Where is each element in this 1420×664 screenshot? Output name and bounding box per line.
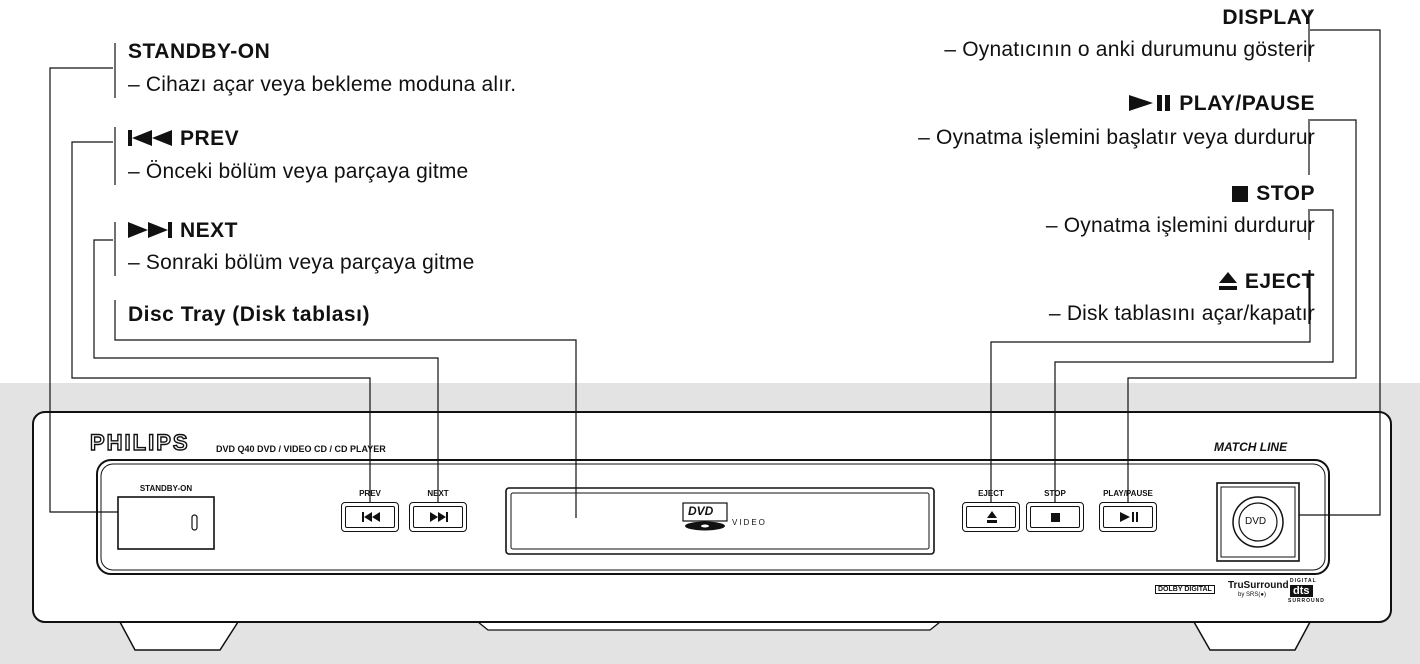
panel-standby-label: STANDBY-ON — [139, 484, 193, 493]
eject-button[interactable] — [962, 502, 1020, 532]
next-title: NEXT — [180, 219, 239, 242]
dts-logo: dts — [1290, 585, 1313, 597]
next-desc: – Sonraki bölüm veya parçaya gitme — [128, 251, 475, 274]
prev-title: PREV — [180, 127, 240, 150]
play-pause-button[interactable] — [1099, 502, 1157, 532]
display-desc: – Oynatıcının o anki durumunu gösterir — [944, 38, 1315, 61]
trusurround-logo: TruSurround — [1228, 580, 1289, 591]
stop-button[interactable] — [1026, 502, 1084, 532]
stop-icon — [1232, 184, 1249, 208]
eject-title-row: EJECT — [1218, 270, 1315, 296]
prev-button-icon — [362, 512, 380, 522]
play-pause-desc: – Oynatma işlemini başlatır veya durduru… — [918, 126, 1315, 149]
eject-button-icon — [987, 511, 997, 523]
dvd-logo-text: DVD — [688, 504, 714, 518]
display-dvd-text: DVD — [1245, 516, 1267, 527]
match-line-logo: MATCH LINE — [1214, 440, 1288, 454]
dvd-video-logo: DVD VIDEO — [682, 502, 765, 537]
eject-title: EJECT — [1244, 270, 1315, 293]
panel-next-label: NEXT — [427, 489, 449, 498]
eject-desc: – Disk tablasını açar/kapatır — [1048, 302, 1315, 325]
panel-stop-label: STOP — [1044, 489, 1066, 498]
panel-prev-label: PREV — [359, 489, 381, 498]
dolby-logo: DOLBY DIGITAL — [1155, 585, 1215, 594]
dts-top-label: DIGITAL — [1290, 578, 1317, 584]
panel-eject-label: EJECT — [978, 489, 1004, 498]
video-logo-text: VIDEO — [732, 518, 767, 527]
prev-title-row: PREV — [128, 127, 239, 153]
dts-bottom-label: SURROUND — [1288, 598, 1325, 604]
stop-title-row: STOP — [1232, 182, 1315, 208]
next-button[interactable] — [409, 502, 467, 532]
model-label: DVD Q40 DVD / VIDEO CD / CD PLAYER — [216, 444, 386, 454]
stop-desc: – Oynatma işlemini durdurur — [1045, 214, 1315, 237]
play-pause-button-icon — [1120, 512, 1138, 522]
stop-title: STOP — [1256, 182, 1315, 205]
next-button-icon — [430, 512, 448, 522]
prev-desc: – Önceki bölüm veya parçaya gitme — [128, 160, 469, 183]
play-pause-title-row: PLAY/PAUSE — [1129, 92, 1315, 118]
prev-track-icon — [128, 129, 172, 153]
next-track-icon — [128, 221, 172, 245]
standby-on-button[interactable] — [118, 497, 214, 549]
standby-desc: – Cihazı açar veya bekleme moduna alır. — [128, 73, 517, 96]
stop-button-icon — [1051, 513, 1060, 522]
next-title-row: NEXT — [128, 219, 238, 245]
trusurround-sub: by SRS(●) — [1238, 592, 1266, 598]
dvd-disc-icon — [682, 502, 728, 531]
standby-title: STANDBY-ON — [128, 40, 271, 63]
prev-button[interactable] — [341, 502, 399, 532]
display-title: DISPLAY — [1222, 6, 1315, 29]
panel-play-pause-label: PLAY/PAUSE — [1103, 489, 1153, 498]
disc-tray-title: Disc Tray (Disk tablası) — [128, 303, 370, 326]
eject-icon — [1218, 272, 1237, 296]
brand-logo: PHILIPS — [89, 429, 190, 455]
play-pause-title: PLAY/PAUSE — [1179, 92, 1315, 115]
play-pause-icon — [1129, 94, 1171, 118]
